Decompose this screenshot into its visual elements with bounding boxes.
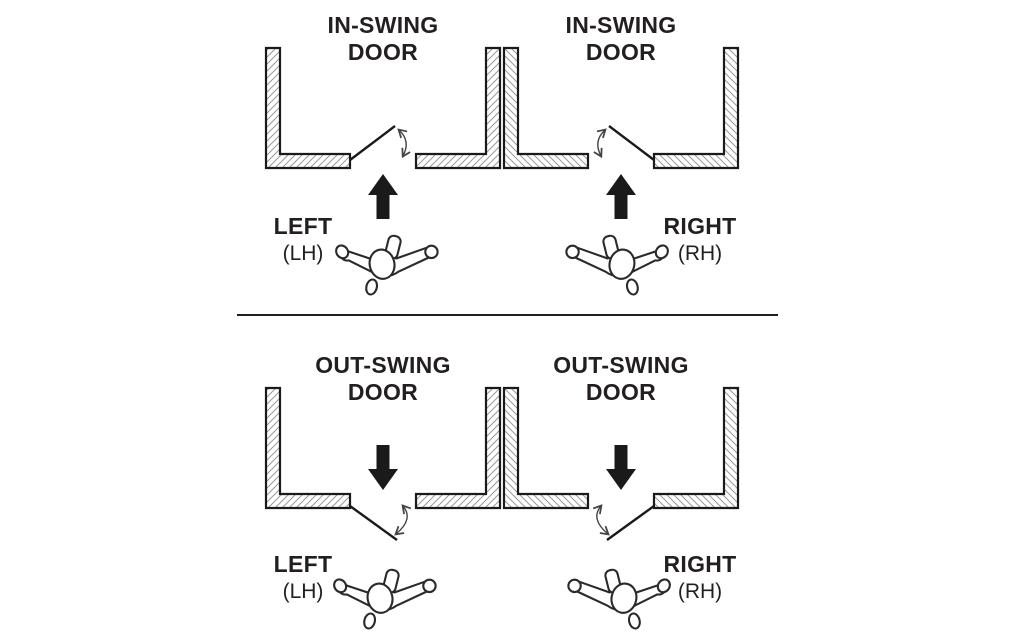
hand-word: LEFT (273, 213, 333, 239)
wall-plan-icon (264, 46, 502, 170)
title-line-1: IN-SWING (327, 12, 439, 38)
panel-title-in-swing-right: IN-SWING DOOR (471, 12, 771, 66)
door-leaf-icon (598, 126, 654, 160)
hand-abbr: (LH) (282, 242, 324, 265)
title-line-2: DOOR (347, 39, 419, 65)
direction-arrow-icon (368, 445, 398, 490)
title-line-1: OUT-SWING (315, 352, 451, 378)
hand-abbr: (RH) (677, 580, 723, 603)
wall-plan-icon (502, 46, 740, 170)
hand-abbr: (RH) (677, 242, 723, 265)
row-divider (237, 314, 778, 316)
title-line-2: DOOR (585, 379, 657, 405)
panel-title-out-swing-left: OUT-SWING DOOR (233, 352, 533, 406)
door-leaf-icon (350, 126, 406, 160)
hand-word: LEFT (273, 551, 333, 577)
direction-arrow-icon (606, 445, 636, 490)
panel-title-out-swing-right: OUT-SWING DOOR (471, 352, 771, 406)
hand-label-in-swing-right: RIGHT (RH) (630, 213, 770, 266)
title-line-1: IN-SWING (565, 12, 677, 38)
hand-label-out-swing-right: RIGHT (RH) (630, 551, 770, 604)
door-leaf-icon (350, 506, 407, 540)
hand-abbr: (LH) (282, 580, 324, 603)
door-leaf-icon (597, 506, 654, 540)
title-line-2: DOOR (347, 379, 419, 405)
hand-word: RIGHT (663, 213, 737, 239)
hand-label-out-swing-left: LEFT (LH) (233, 551, 373, 604)
panel-title-in-swing-left: IN-SWING DOOR (233, 12, 533, 66)
hand-label-in-swing-left: LEFT (LH) (233, 213, 373, 266)
title-line-1: OUT-SWING (553, 352, 689, 378)
title-line-2: DOOR (585, 39, 657, 65)
hand-word: RIGHT (663, 551, 737, 577)
